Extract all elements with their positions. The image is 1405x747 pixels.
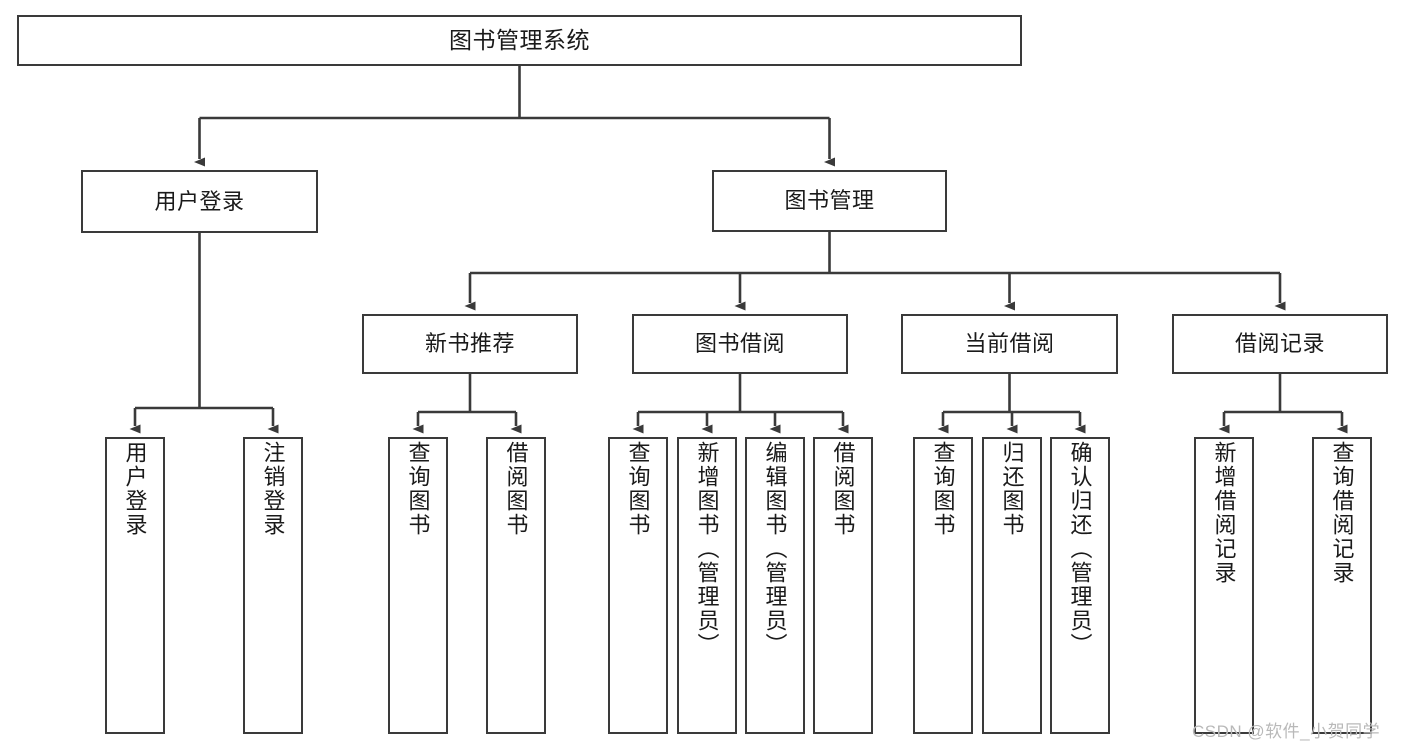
node-leaf-query-record[interactable]: 查询借阅记录 (1312, 437, 1372, 734)
node-leaf-user-login[interactable]: 用户登录 (105, 437, 165, 734)
node-leaf-borrow-book-bb[interactable]: 借阅图书 (813, 437, 873, 734)
node-leaf-confirm-return[interactable]: 确认归还（管理员） (1050, 437, 1110, 734)
node-label: 借阅记录 (1234, 331, 1325, 357)
node-leaf-add-book[interactable]: 新增图书（管理员） (677, 437, 737, 734)
node-leaf-query-book-rec[interactable]: 查询图书 (388, 437, 448, 734)
node-label: 借阅图书 (503, 441, 529, 537)
node-leaf-return-book[interactable]: 归还图书 (982, 437, 1042, 734)
node-new-book-recommend[interactable]: 新书推荐 (362, 314, 578, 374)
node-leaf-borrow-book-rec[interactable]: 借阅图书 (486, 437, 546, 734)
node-borrow-record[interactable]: 借阅记录 (1172, 314, 1388, 374)
node-label: 新增借阅记录 (1211, 441, 1237, 585)
node-label: 查询图书 (405, 441, 431, 537)
node-label: 当前借阅 (964, 331, 1055, 357)
node-book-manage[interactable]: 图书管理 (712, 170, 947, 232)
node-label: 图书管理 (784, 188, 875, 214)
node-label: 用户登录 (154, 188, 245, 214)
node-label: 图书借阅 (694, 331, 785, 357)
node-root[interactable]: 图书管理系统 (17, 15, 1022, 66)
node-label: 查询图书 (930, 441, 956, 537)
node-label: 查询图书 (625, 441, 651, 537)
node-label: 查询借阅记录 (1329, 441, 1355, 585)
node-leaf-query-book-cb[interactable]: 查询图书 (913, 437, 973, 734)
watermark: CSDN @软件_小贺同学 (1192, 722, 1381, 741)
node-leaf-query-book-bb[interactable]: 查询图书 (608, 437, 668, 734)
node-label: 注销登录 (260, 441, 286, 537)
node-label: 确认归还（管理员） (1067, 441, 1093, 657)
node-current-borrow[interactable]: 当前借阅 (901, 314, 1118, 374)
node-label: 图书管理系统 (449, 26, 590, 53)
node-label: 新书推荐 (424, 331, 515, 357)
node-label: 用户登录 (122, 441, 148, 537)
node-book-borrow[interactable]: 图书借阅 (632, 314, 848, 374)
node-leaf-add-record[interactable]: 新增借阅记录 (1194, 437, 1254, 734)
node-leaf-edit-book[interactable]: 编辑图书（管理员） (745, 437, 805, 734)
node-leaf-logout[interactable]: 注销登录 (243, 437, 303, 734)
node-label: 归还图书 (999, 441, 1025, 537)
node-user-login[interactable]: 用户登录 (81, 170, 318, 233)
node-label: 借阅图书 (830, 441, 856, 537)
node-label: 编辑图书（管理员） (762, 441, 788, 657)
node-label: 新增图书（管理员） (694, 441, 720, 657)
